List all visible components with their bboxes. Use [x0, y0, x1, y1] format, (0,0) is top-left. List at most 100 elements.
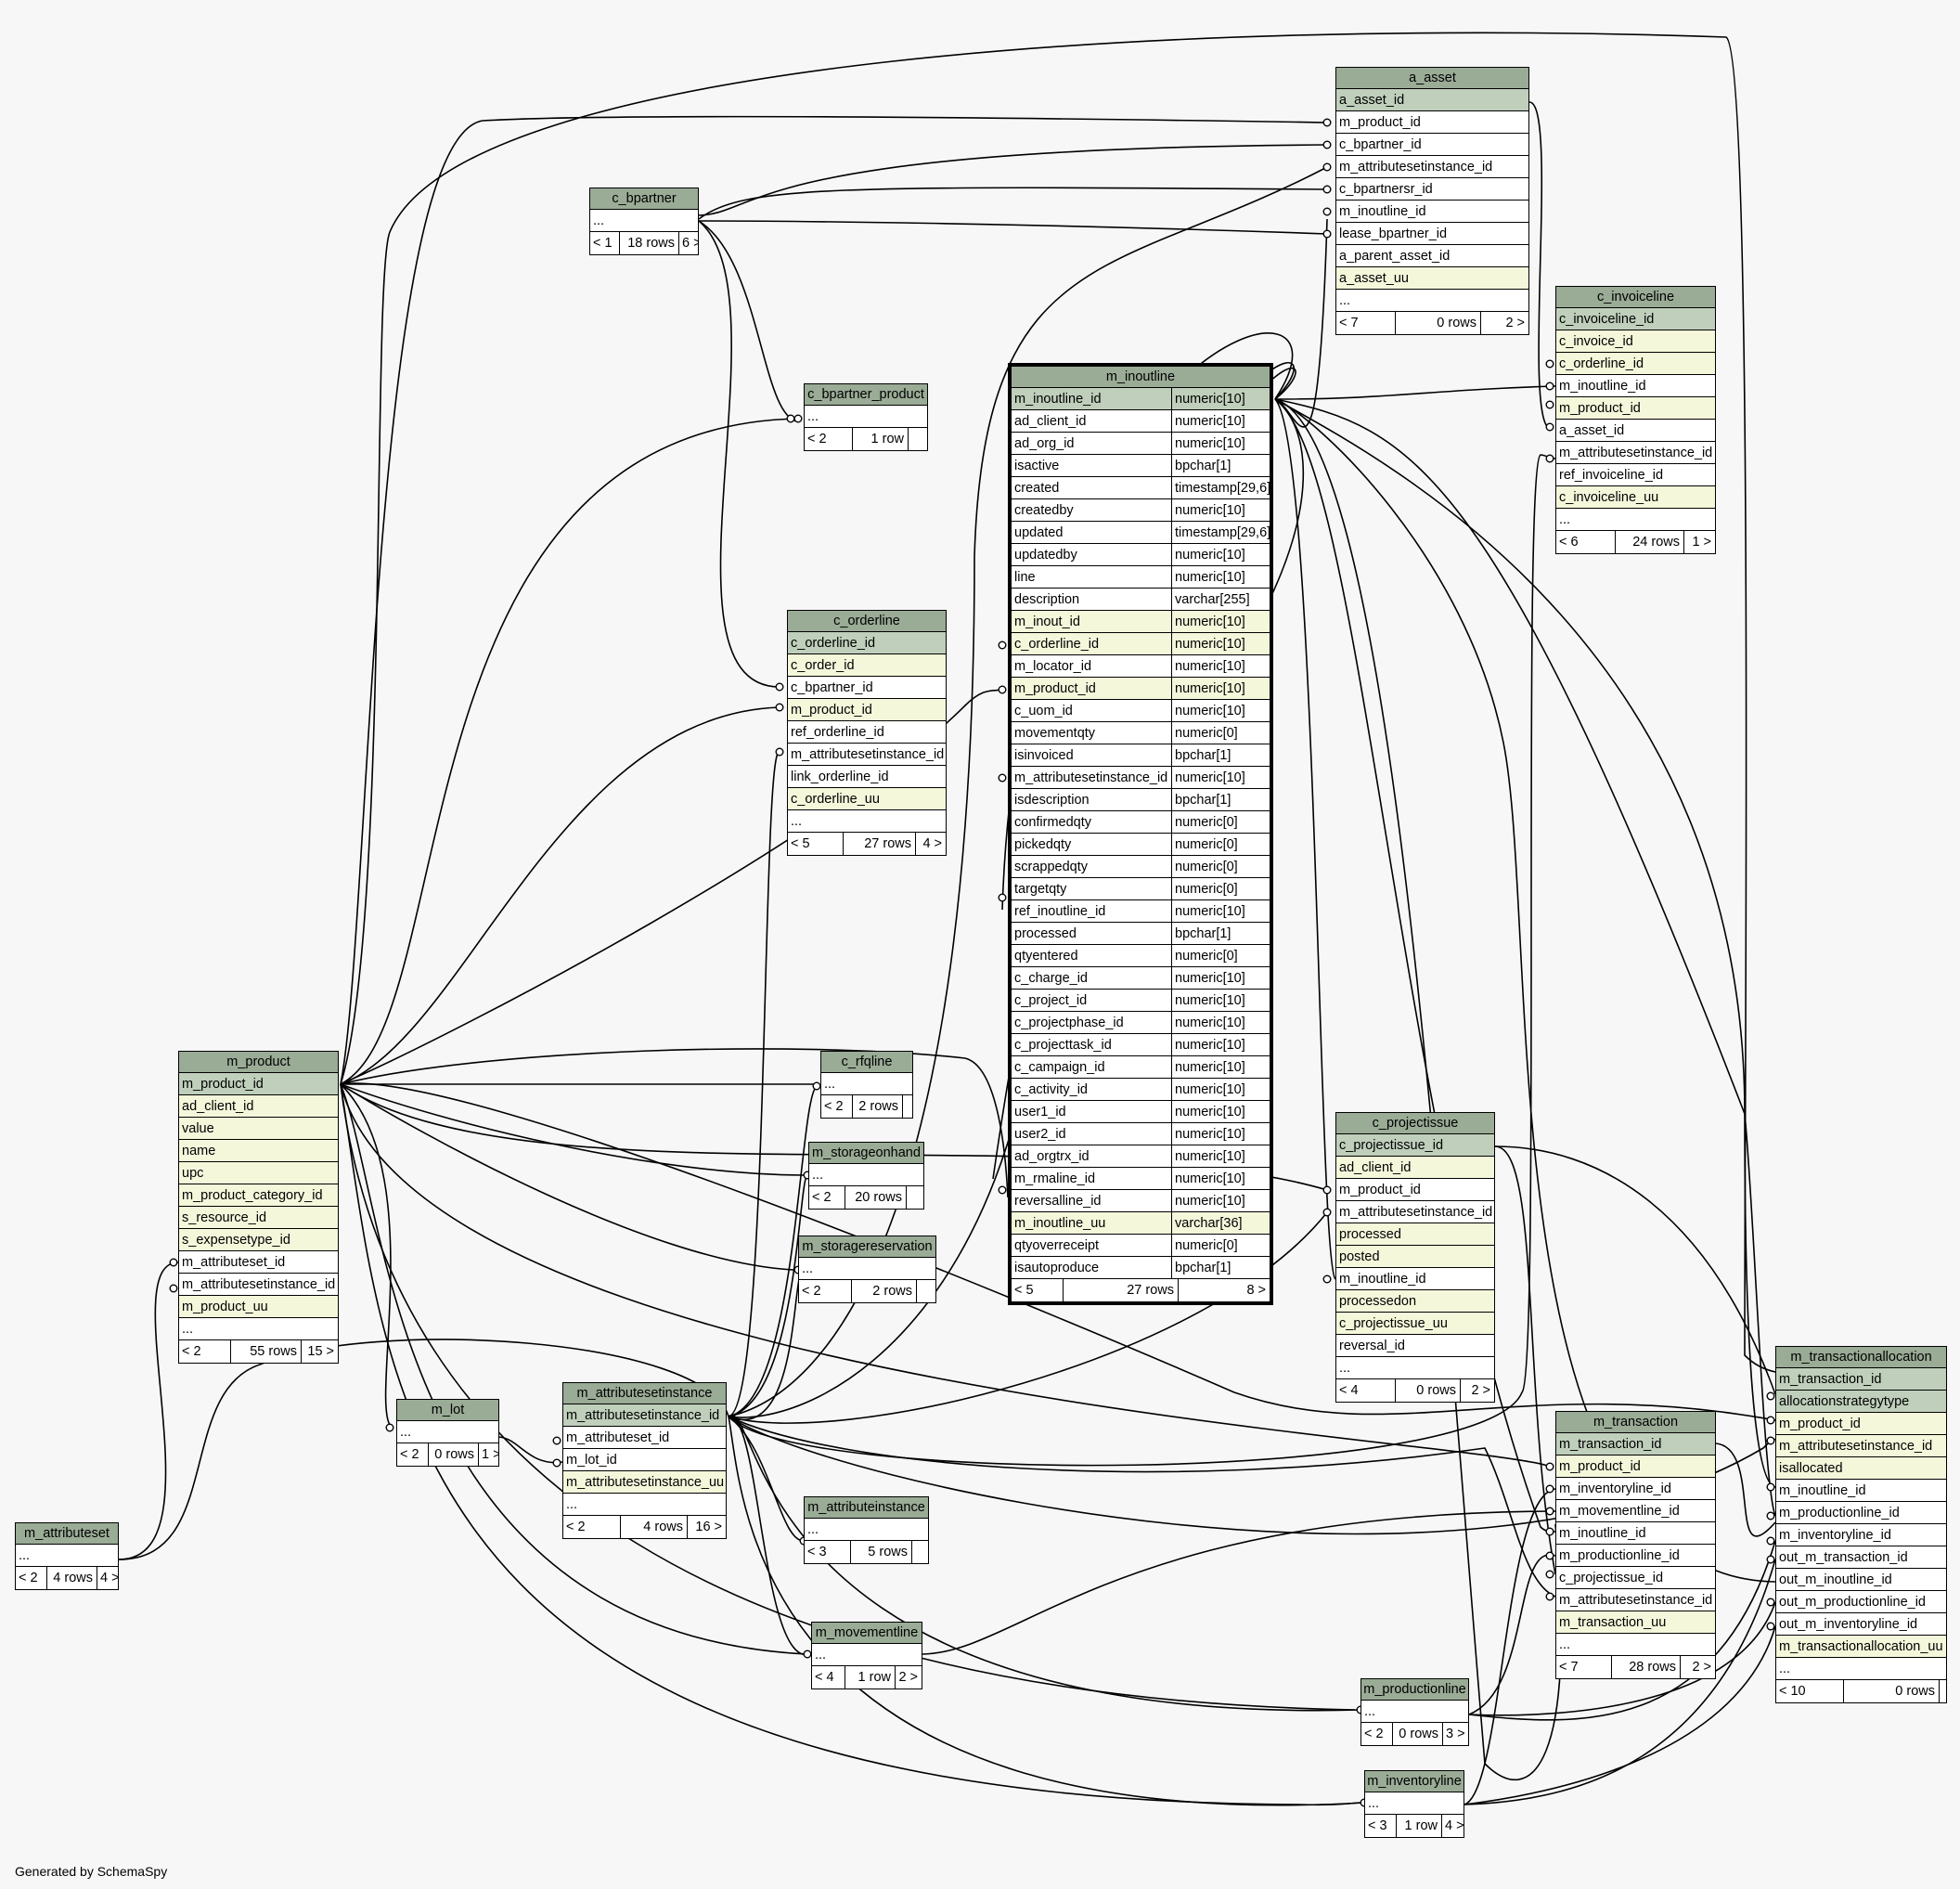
table-column[interactable]: m_transaction_id: [1556, 1433, 1715, 1456]
table-column[interactable]: processedon: [1336, 1290, 1494, 1313]
table-column[interactable]: ...: [805, 406, 927, 428]
row-count[interactable]: 20 rows: [845, 1186, 906, 1209]
children-count[interactable]: 6 >: [678, 232, 698, 254]
table-column[interactable]: isallocated: [1776, 1457, 1946, 1480]
row-count[interactable]: 28 rows: [1611, 1656, 1680, 1678]
table-column[interactable]: m_attributesetinstance_id: [1336, 156, 1528, 178]
children-count[interactable]: [916, 1280, 935, 1302]
parents-count[interactable]: < 10: [1779, 1684, 1806, 1699]
table-column[interactable]: s_expensetype_id: [179, 1229, 338, 1251]
table-column[interactable]: ...: [590, 210, 698, 232]
table-column[interactable]: name: [179, 1140, 338, 1162]
parents-count[interactable]: < 3: [1368, 1818, 1387, 1833]
table-column[interactable]: m_inoutline_id: [1776, 1480, 1946, 1502]
children-count[interactable]: 1 >: [478, 1443, 498, 1466]
table-column[interactable]: m_lot_id: [563, 1449, 726, 1471]
table-column[interactable]: m_productionline_id: [1776, 1502, 1946, 1524]
row-count[interactable]: 1 row: [1396, 1815, 1441, 1837]
table-title[interactable]: a_asset: [1336, 68, 1528, 89]
table-column[interactable]: m_attributesetinstance_uu: [563, 1471, 726, 1494]
table-column[interactable]: m_product_id: [1556, 1456, 1715, 1478]
children-count[interactable]: [906, 1186, 923, 1209]
table-title[interactable]: c_invoiceline: [1556, 287, 1715, 308]
table-column[interactable]: out_m_transaction_id: [1776, 1546, 1946, 1569]
table-title[interactable]: m_product: [179, 1052, 338, 1073]
table-column[interactable]: ...: [805, 1519, 928, 1541]
row-count[interactable]: 0 rows: [428, 1443, 478, 1466]
table-title[interactable]: m_attributesetinstance: [563, 1383, 726, 1404]
children-count[interactable]: 4 >: [915, 833, 946, 855]
parents-count[interactable]: < 5: [1014, 1283, 1034, 1298]
children-count[interactable]: 2 >: [895, 1666, 922, 1688]
table-column[interactable]: out_m_inventoryline_id: [1776, 1613, 1946, 1636]
table-column[interactable]: processed: [1336, 1223, 1494, 1246]
table-column[interactable]: reversal_id: [1336, 1335, 1494, 1357]
row-count[interactable]: 18 rows: [619, 232, 678, 254]
table-column[interactable]: m_attributesetinstance_id: [1556, 442, 1715, 464]
table-title[interactable]: m_movementline: [812, 1623, 922, 1644]
parents-count[interactable]: < 7: [1339, 316, 1359, 330]
table-column[interactable]: c_order_id: [788, 654, 946, 677]
table-column[interactable]: m_attributeset_id: [179, 1251, 338, 1274]
row-count[interactable]: 0 rows: [1395, 312, 1480, 334]
table-m-attributesetinstance[interactable]: m_attributesetinstance m_attributesetinst…: [562, 1382, 727, 1539]
parents-count[interactable]: < 5: [791, 836, 810, 851]
table-column[interactable]: a_asset_uu: [1336, 267, 1528, 290]
children-count[interactable]: [902, 1095, 912, 1118]
children-count[interactable]: [1939, 1680, 1946, 1702]
parents-count[interactable]: < 3: [807, 1545, 827, 1559]
table-column[interactable]: out_m_inoutline_id: [1776, 1569, 1946, 1591]
parents-count[interactable]: < 2: [1364, 1727, 1384, 1741]
table-column[interactable]: ...: [799, 1258, 935, 1280]
table-column[interactable]: ...: [1556, 509, 1715, 531]
children-count[interactable]: 2 >: [1680, 1656, 1715, 1678]
row-count[interactable]: 27 rows: [1062, 1279, 1178, 1301]
table-column[interactable]: ...: [812, 1644, 922, 1666]
parents-count[interactable]: < 6: [1559, 535, 1579, 550]
table-column[interactable]: c_projectissue_id: [1556, 1567, 1715, 1589]
table-column[interactable]: m_product_uu: [179, 1296, 338, 1318]
children-count[interactable]: 4 >: [1441, 1815, 1464, 1837]
table-column[interactable]: m_transaction_uu: [1556, 1611, 1715, 1634]
parents-count[interactable]: < 7: [1559, 1660, 1579, 1675]
table-column[interactable]: ...: [1361, 1701, 1468, 1723]
table-column[interactable]: m_productionline_id: [1556, 1545, 1715, 1567]
table-column[interactable]: a_parent_asset_id: [1336, 245, 1528, 267]
table-title[interactable]: m_inventoryline: [1365, 1771, 1464, 1792]
parents-count[interactable]: < 2: [802, 1284, 821, 1299]
table-column[interactable]: ...: [1365, 1792, 1464, 1815]
table-column[interactable]: c_invoiceline_id: [1556, 308, 1715, 330]
table-column[interactable]: link_orderline_id: [788, 766, 946, 788]
table-column[interactable]: ...: [1336, 290, 1528, 312]
parents-count[interactable]: < 2: [807, 432, 827, 446]
children-count[interactable]: 1 >: [1683, 531, 1715, 553]
children-count[interactable]: 3 >: [1442, 1723, 1468, 1745]
children-count[interactable]: 8 >: [1177, 1279, 1270, 1301]
table-column[interactable]: ...: [788, 810, 946, 833]
table-column[interactable]: c_orderline_uu: [788, 788, 946, 810]
table-column[interactable]: m_attributesetinstance_id: [179, 1274, 338, 1296]
table-column[interactable]: m_attributesetinstance_id: [1776, 1435, 1946, 1457]
table-column[interactable]: m_attributesetinstance_id: [1556, 1589, 1715, 1611]
table-column[interactable]: m_inventoryline_id: [1776, 1524, 1946, 1546]
table-column[interactable]: m_attributesetinstance_id: [1336, 1201, 1494, 1223]
parents-count[interactable]: < 2: [812, 1190, 832, 1205]
row-count[interactable]: 0 rows: [1392, 1723, 1442, 1745]
table-column[interactable]: c_orderline_id: [788, 632, 946, 654]
table-column[interactable]: ...: [179, 1318, 338, 1340]
